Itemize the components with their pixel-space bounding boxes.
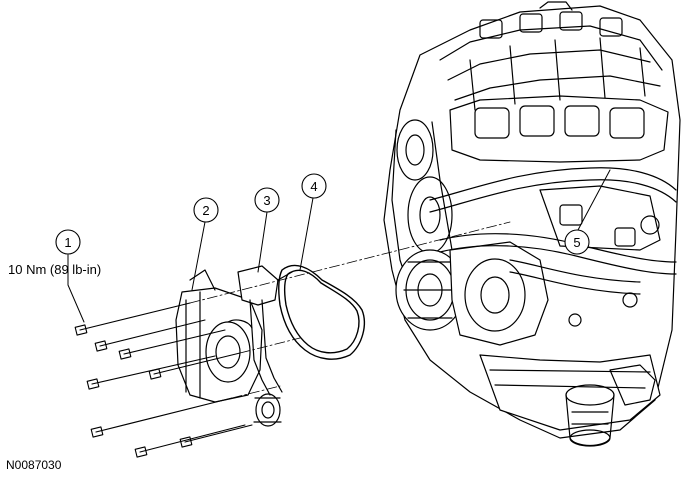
part-4-gasket [277,264,366,360]
leader-lines [67,169,611,323]
figure-id: N0087030 [6,458,62,472]
alignment-lines [189,221,511,399]
callout-4-number: 4 [310,179,317,194]
callout-1-number: 1 [64,235,71,250]
callout-3-number: 3 [263,193,270,208]
callout-5-number: 5 [573,235,580,250]
bolt-set [74,302,253,458]
part-3-tube-bracket [227,265,293,427]
callout-circles [55,173,590,255]
part-2-housing [175,269,263,403]
callout-2-number: 2 [202,203,209,218]
torque-specification: 10 Nm (89 lb-in) [8,262,102,277]
engine-assembly [383,1,681,447]
